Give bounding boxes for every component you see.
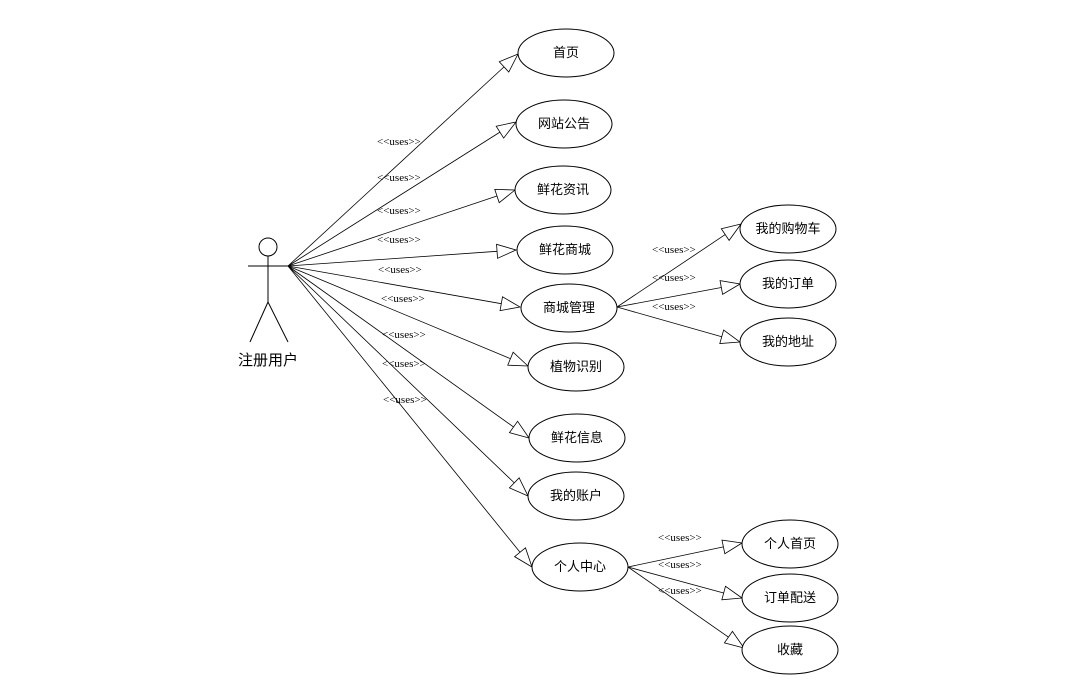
uses-label: <<uses>> <box>377 205 421 217</box>
association-line <box>627 546 724 568</box>
use-case-label: 收藏 <box>777 643 803 658</box>
uses-label: <<uses>> <box>377 172 421 184</box>
arrowhead <box>723 630 745 649</box>
uses-label: <<uses>> <box>377 234 421 246</box>
association-line <box>627 566 724 594</box>
arrowhead <box>720 223 742 242</box>
association-line <box>287 250 498 267</box>
uses-label: <<uses>> <box>652 244 696 256</box>
use-case-mall-management: 商城管理 <box>520 283 618 333</box>
uses-label: <<uses>> <box>652 301 696 313</box>
arrowhead <box>513 547 533 568</box>
association-line <box>287 131 501 267</box>
uses-label: <<uses>> <box>377 136 421 148</box>
use-case-flower-info: 鲜花信息 <box>528 413 626 463</box>
use-case-personal-home: 个人首页 <box>741 519 839 569</box>
use-case-cart: 我的购物车 <box>739 204 837 254</box>
use-case-favorites: 收藏 <box>741 625 839 675</box>
uses-label: <<uses>> <box>382 329 426 341</box>
arrowhead <box>495 121 517 139</box>
associations <box>287 53 745 649</box>
arrowhead <box>499 296 522 312</box>
association-line <box>627 566 729 638</box>
association-line <box>287 265 514 428</box>
use-case-label: 我的地址 <box>762 334 814 350</box>
actor-label: 注册用户 <box>238 351 298 369</box>
arrowhead <box>719 280 742 296</box>
actor-head <box>258 237 278 257</box>
uses-label: <<uses>> <box>658 532 702 544</box>
association-line <box>287 66 505 267</box>
use-case-plant-id: 植物识别 <box>527 342 625 392</box>
use-case-notice: 网站公告 <box>515 99 613 149</box>
arrowhead <box>508 477 529 497</box>
use-case-label: 鲜花商城 <box>539 242 591 258</box>
use-case-label: 我的账户 <box>550 488 602 504</box>
arrowhead <box>721 585 744 601</box>
use-case-order-delivery: 订单配送 <box>741 573 839 623</box>
use-case-label: 个人首页 <box>764 537 816 552</box>
association-line <box>287 265 521 553</box>
use-case-personal-center: 个人中心 <box>531 542 629 592</box>
use-case-label: 鲜花信息 <box>551 430 603 446</box>
uses-label: <<uses>> <box>383 394 427 406</box>
use-case-label: 商城管理 <box>543 301 595 316</box>
association-line <box>616 306 722 338</box>
use-case-label: 我的订单 <box>762 276 814 292</box>
uses-label: <<uses>> <box>382 358 426 370</box>
arrowhead <box>719 329 742 344</box>
association-line <box>287 265 515 484</box>
use-case-my-orders: 我的订单 <box>739 259 837 309</box>
use-case-label: 首页 <box>553 46 579 61</box>
use-case-news: 鲜花资讯 <box>514 165 612 215</box>
use-case-label: 我的购物车 <box>755 221 820 237</box>
use-case-label: 个人中心 <box>554 560 606 575</box>
uses-label: <<uses>> <box>658 559 702 571</box>
use-case-my-account: 我的账户 <box>527 471 625 521</box>
arrowhead <box>721 539 744 555</box>
use-case-label: 网站公告 <box>538 117 590 132</box>
association-line <box>616 234 726 308</box>
arrowhead <box>496 243 518 259</box>
arrowhead <box>507 351 530 367</box>
uses-label: <<uses>> <box>381 293 425 305</box>
uses-label: <<uses>> <box>378 264 422 276</box>
uses-labels: <<uses>> <<uses>> <<uses>> <<uses>> <<us… <box>377 136 702 597</box>
uses-label: <<uses>> <box>652 272 696 284</box>
use-case-mall: 鲜花商城 <box>516 225 614 275</box>
association-line <box>287 265 502 305</box>
arrowhead <box>498 53 519 73</box>
association-line <box>287 265 511 360</box>
association-line <box>287 195 498 267</box>
arrowhead <box>508 420 530 439</box>
use-case-home: 首页 <box>517 28 615 78</box>
arrowhead <box>494 188 517 204</box>
association-line <box>616 287 722 308</box>
use-case-my-address: 我的地址 <box>739 317 837 367</box>
uses-label: <<uses>> <box>658 585 702 597</box>
use-case-label: 植物识别 <box>550 360 602 375</box>
use-case-label: 订单配送 <box>764 591 816 606</box>
actor-registered-user <box>248 237 289 343</box>
use-case-label: 鲜花资讯 <box>537 182 589 198</box>
